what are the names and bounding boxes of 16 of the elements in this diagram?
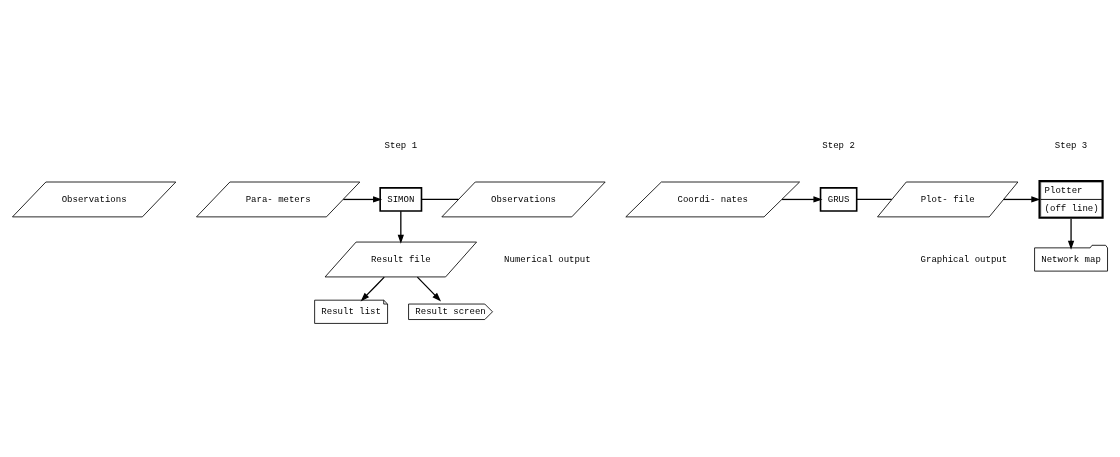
node-box: GRUS	[819, 187, 858, 212]
arrow	[360, 276, 385, 302]
label: Step 3	[1054, 139, 1088, 151]
arrow	[342, 196, 383, 203]
label: Step 2	[822, 139, 855, 151]
arrow	[1067, 218, 1075, 250]
arrow	[781, 196, 823, 203]
connector	[856, 198, 893, 201]
label: Graphical output	[920, 253, 1008, 265]
connector	[421, 198, 460, 201]
arrow	[416, 276, 442, 302]
label: Step 1	[384, 139, 418, 151]
node-box: SIMON	[379, 187, 423, 212]
arrow	[397, 210, 404, 244]
label: Numerical output	[504, 253, 591, 265]
arrow	[1002, 196, 1041, 203]
